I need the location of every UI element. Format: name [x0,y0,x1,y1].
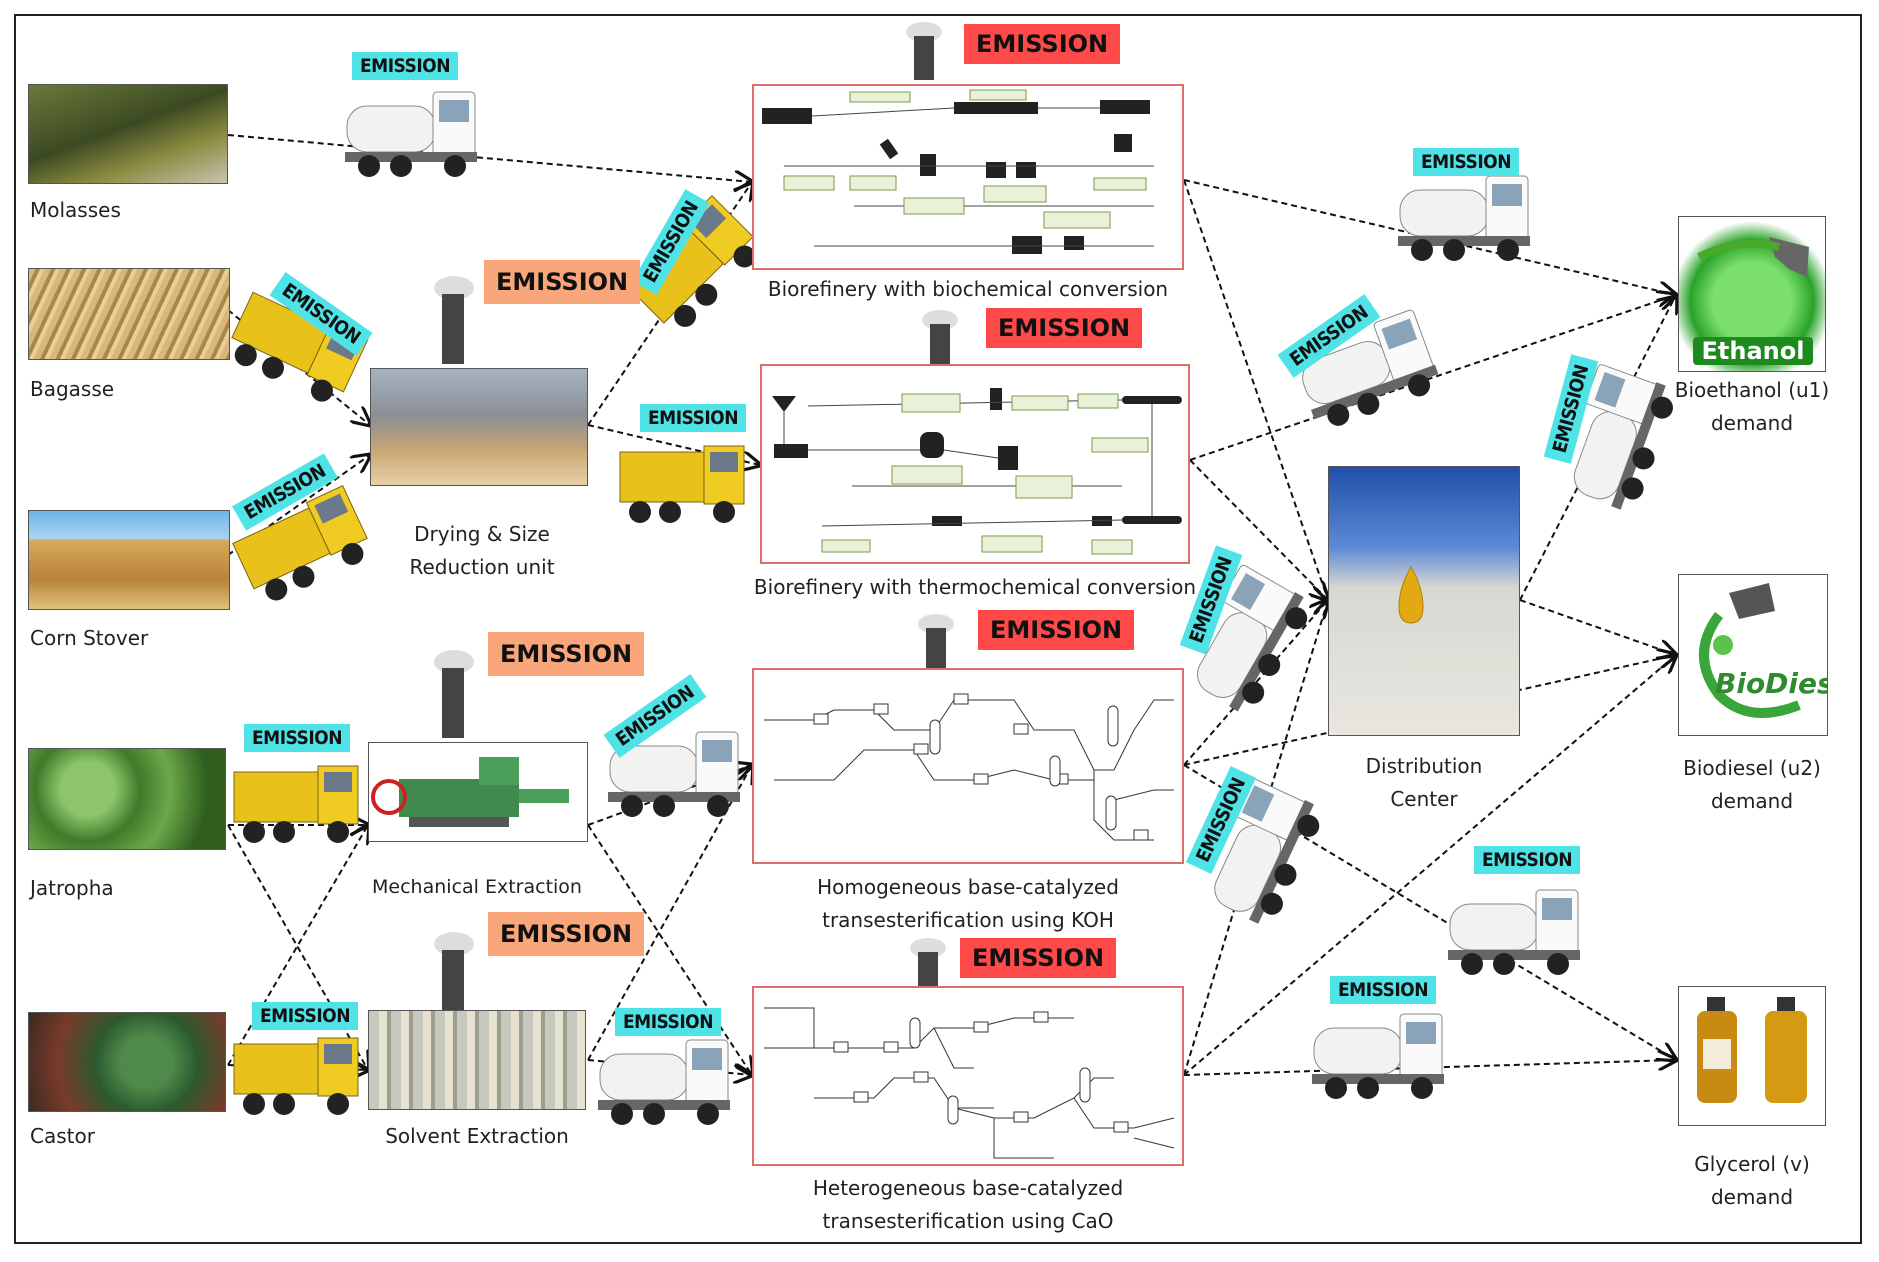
dump-truck-corn [232,485,368,601]
homogeneous-label-line1: Homogeneous base-catalyzed [817,875,1119,899]
emission-tag-jatropha-truck: EMISSION [244,724,351,752]
emission-tag-molasses-truck: EMISSION [352,52,459,80]
tanker-truck-molasses [345,91,477,177]
oil-press-icon [371,757,569,827]
arrow-dc-biodiesel [1519,599,1676,655]
glycerol-demand-line1: Glycerol (v) [1694,1152,1810,1176]
emission-tag-hetero-glycerol-truck: EMISSION [1330,976,1437,1004]
tanker-truck-homo-glycerol [1448,889,1580,975]
jatropha-label: Jatropha [30,876,114,900]
fuel-nozzle-icon [1697,237,1809,277]
emission-tag-thermo: EMISSION [986,308,1143,348]
arrow-thermo-ethanol [1189,295,1676,461]
dump-truck-jatropha [233,765,359,843]
arrow-hetero-glycerol [1183,1060,1676,1076]
chimney-icon-solvent [434,932,474,1020]
emission-tag-castor-truck: EMISSION [252,1002,359,1030]
glycerol-demand-photo [1678,986,1826,1126]
tanker-truck-hetero-glycerol [1312,1013,1444,1099]
biochemical-biorefinery-box [752,84,1184,270]
emission-tag-drying: EMISSION [484,260,641,304]
jatropha-photo [28,748,226,850]
molasses-photo [28,84,228,184]
dump-truck-drying-biochem [627,194,756,327]
chimney-icon-hetero [910,938,946,996]
arrow-corn-drying [227,455,370,556]
tanker-truck-homo-dc [1197,564,1308,712]
glycerol-demand-line2: demand [1710,1185,1794,1209]
castor-photo [28,1012,226,1112]
biodiesel-logo-text: BioDiesel [1715,667,1827,700]
emission-tag-solvent-truck: EMISSION [615,1008,722,1036]
bioethanol-demand-line2: demand [1710,411,1794,435]
diagram-frame [14,14,1862,1244]
biochemical-flowsheet [762,89,1154,254]
arrow-castor-mech [227,825,368,1066]
emission-tag-homo-glycerol-truck: EMISSION [1474,846,1581,874]
biochemical-label: Biorefinery with biochemical conversion [767,277,1169,301]
drying-unit-photo [370,368,588,486]
drying-label-line1: Drying & Size [414,522,550,546]
biodiesel-demand-logo: BioDiesel [1678,574,1828,736]
emission-tag-biochem: EMISSION [964,24,1121,64]
thermochemical-biorefinery-box [760,364,1190,564]
homogeneous-label-line2: transesterification using KOH [822,908,1114,932]
bagasse-label: Bagasse [30,377,115,401]
biodiesel-nozzle-icon [1699,583,1801,718]
dump-truck-castor [233,1037,359,1115]
emission-tag-biochem-ethanol-truck: EMISSION [1413,148,1520,176]
solvent-extraction-photo [368,1010,586,1110]
emission-tag-mech: EMISSION [488,632,645,676]
chimney-icon-mech [434,650,474,738]
thermochemical-label: Biorefinery with thermochemical conversi… [753,575,1197,599]
tanker-truck-thermo-ethanol [1302,309,1439,426]
distribution-label-line2: Center [1390,787,1458,811]
chimney-icon-drying [434,276,474,364]
arrow-molasses-biochem [227,134,752,182]
glycerol-bottles-icon [1697,997,1807,1103]
corn-stover-label: Corn Stover [30,626,149,650]
thermochemical-flowsheet [772,388,1182,555]
dump-truck-drying-thermo [619,445,745,523]
tanker-truck-mech [608,731,740,817]
chimney-icon-homo [918,614,954,672]
arrow-thermo-dc [1189,459,1328,600]
tanker-truck-biochem-ethanol [1398,175,1530,261]
heterogeneous-flowsheet [764,1007,1175,1159]
storage-tank-drop-icon [1398,566,1424,624]
chimney-icon-biochem [906,22,942,80]
heterogeneous-label-line2: transesterification using CaO [822,1209,1114,1233]
heterogeneous-label-line1: Heterogeneous base-catalyzed [812,1176,1124,1200]
emission-tag-hetero: EMISSION [960,938,1117,978]
biodiesel-demand-line1: Biodiesel (u2) [1683,756,1821,780]
ethanol-logo-text: Ethanol [1693,337,1813,365]
emission-tag-solvent: EMISSION [488,912,645,956]
mechanical-extraction-photo [368,742,588,842]
homogeneous-flowsheet [764,693,1174,841]
bioethanol-demand-line1: Bioethanol (u1) [1674,378,1830,402]
biodiesel-demand-line2: demand [1710,789,1794,813]
arrow-hetero-dc [1183,600,1328,1076]
castor-label: Castor [30,1124,95,1148]
tanker-truck-solvent [598,1039,730,1125]
drying-label-line2: Reduction unit [409,555,555,579]
chimney-icon-thermo [922,310,958,368]
solvent-extraction-label: Solvent Extraction [385,1124,569,1148]
arrow-homo-dc [1183,600,1328,766]
arrow-hetero-biodiesel [1183,655,1676,1076]
ethanol-demand-logo: Ethanol [1678,216,1826,372]
heterogeneous-process-box [752,986,1184,1166]
tanker-truck-dc-ethanol [1573,364,1673,510]
tanker-truck-hetero-dc [1214,777,1320,924]
emission-tag-drying-thermo-truck: EMISSION [640,404,747,432]
molasses-label: Molasses [30,198,121,222]
distribution-label-line1: Distribution [1365,754,1483,778]
emission-tag-homo: EMISSION [978,610,1135,650]
distribution-center-photo [1328,466,1520,736]
corn-stover-photo [28,510,230,610]
mechanical-extraction-label: Mechanical Extraction [372,876,582,898]
bagasse-photo [28,268,230,360]
homogeneous-process-box [752,668,1184,864]
arrow-biochem-dc [1183,179,1328,600]
